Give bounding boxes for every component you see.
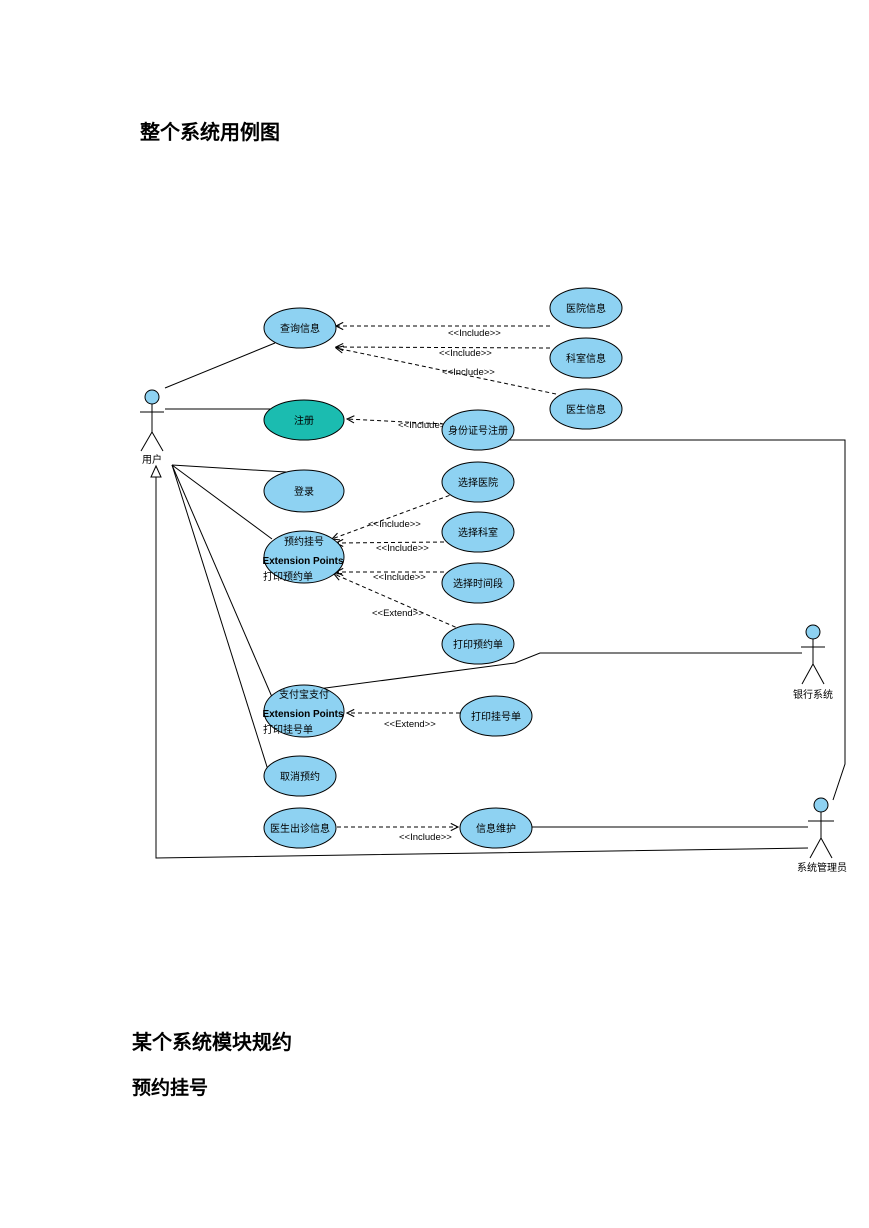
usecase-doctor-info[interactable]: 医生信息 (549, 388, 623, 430)
label-include-hospital: <<Include>> (448, 328, 501, 339)
usecase-select-dept[interactable]: 选择科室 (441, 511, 515, 553)
extension-point-item: 打印挂号单 (263, 723, 313, 736)
association-lines (150, 342, 846, 859)
page-title: 整个系统用例图 (140, 120, 280, 144)
svg-text:预约挂号: 预约挂号 (284, 535, 324, 548)
label-include-select-hospital: <<Include>> (368, 519, 421, 530)
actor-admin-label: 系统管理员 (797, 861, 847, 874)
svg-text:医院信息: 医院信息 (566, 302, 606, 315)
assoc-user-login (171, 464, 287, 473)
usecase-select-hospital[interactable]: 选择医院 (441, 461, 515, 503)
usecase-print-registration[interactable]: 打印挂号单 (459, 695, 533, 737)
module-title: 预约挂号 (132, 1077, 209, 1099)
usecase-print-appointment[interactable]: 打印预约单 (441, 623, 515, 665)
include-dept-query (336, 347, 551, 348)
usecase-query[interactable]: 查询信息 (263, 307, 337, 349)
extension-point-item: 打印预约单 (263, 570, 313, 583)
include-id-register (347, 419, 445, 425)
relation-labels: <<Include>> <<Include>> <<Include>> <<In… (368, 328, 501, 843)
extension-points-title: Extension Points (262, 709, 344, 720)
svg-text:选择医院: 选择医院 (458, 476, 498, 489)
usecase-doctor-schedule[interactable]: 医生出诊信息 (263, 807, 337, 849)
assoc-user-cancel (171, 464, 269, 771)
svg-text:打印预约单: 打印预约单 (453, 638, 503, 651)
actor-bank-label: 银行系统 (793, 688, 833, 701)
actor-bank[interactable]: 银行系统 (793, 624, 833, 701)
svg-text:科室信息: 科室信息 (566, 352, 606, 365)
include-hospital-appointment (332, 492, 457, 539)
svg-text:医生信息: 医生信息 (566, 403, 606, 416)
svg-text:登录: 登录 (294, 485, 314, 498)
assoc-user-alipay (171, 464, 273, 698)
label-extend-print-registration: <<Extend>> (384, 719, 436, 730)
svg-text:查询信息: 查询信息 (280, 322, 320, 335)
svg-text:医生出诊信息: 医生出诊信息 (270, 822, 330, 835)
label-include-dept: <<Include>> (439, 348, 492, 359)
svg-text:选择科室: 选择科室 (458, 526, 498, 539)
generalization-arrowhead (150, 464, 162, 478)
label-include-select-dept: <<Include>> (376, 543, 429, 554)
svg-text:取消预约: 取消预约 (280, 770, 320, 783)
assoc-user-appointment (171, 464, 273, 540)
usecase-id-register[interactable]: 身份证号注册 (441, 409, 515, 451)
assoc-user-query (164, 342, 276, 389)
include-doctor-query (336, 348, 557, 395)
usecase-hospital-info[interactable]: 医院信息 (549, 287, 623, 329)
usecase-select-time[interactable]: 选择时间段 (441, 562, 515, 604)
usecase-cancel[interactable]: 取消预约 (263, 755, 337, 797)
svg-text:支付宝支付: 支付宝支付 (279, 688, 329, 701)
svg-text:注册: 注册 (294, 414, 314, 427)
svg-text:身份证号注册: 身份证号注册 (448, 424, 508, 437)
generalization-admin-user (155, 476, 809, 859)
actor-user-label: 用户 (142, 453, 162, 466)
actor-admin[interactable]: 系统管理员 (797, 797, 847, 874)
svg-text:选择时间段: 选择时间段 (453, 577, 503, 590)
svg-text:信息维护: 信息维护 (476, 822, 516, 835)
usecase-appointment[interactable]: 预约挂号 Extension Points 打印预约单 (262, 530, 345, 584)
section-title: 某个系统模块规约 (132, 1030, 292, 1054)
usecase-alipay[interactable]: 支付宝支付 Extension Points 打印挂号单 (262, 684, 345, 738)
label-include-select-time: <<Include>> (373, 572, 426, 583)
dependency-lines (332, 326, 557, 827)
usecase-dept-info[interactable]: 科室信息 (549, 337, 623, 379)
label-include-doctor: <<Include>> (442, 367, 495, 378)
assoc-alipay-bank (317, 652, 802, 690)
usecase-login[interactable]: 登录 (263, 469, 345, 513)
usecase-maintenance[interactable]: 信息维护 (459, 807, 533, 849)
extension-points-title: Extension Points (262, 556, 344, 567)
label-include-maintenance: <<Include>> (399, 832, 452, 843)
actor-user[interactable]: 用户 (140, 389, 164, 466)
extend-print-appointment (334, 574, 463, 631)
assoc-id-admin (508, 439, 846, 801)
usecase-register[interactable]: 注册 (263, 399, 345, 441)
label-include-id: <<Include>> (398, 420, 451, 431)
svg-text:打印挂号单: 打印挂号单 (471, 710, 521, 723)
label-extend-print-appointment: <<Extend>> (372, 608, 424, 619)
use-cases: 查询信息 医院信息 科室信息 医生信息 注册 身份证号注册 登录 选择医院 (262, 287, 623, 849)
